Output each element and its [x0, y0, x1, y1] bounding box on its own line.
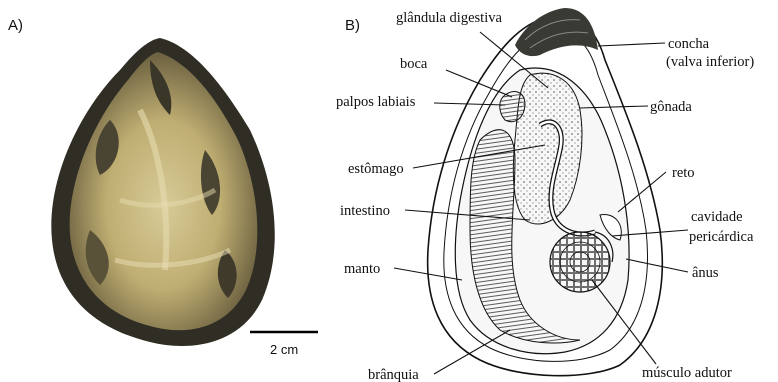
label-manto: manto	[344, 261, 380, 277]
label-branquia: brânquia	[368, 367, 419, 382]
label-palpos-labiais: palpos labiais	[336, 94, 416, 110]
label-cavidade: cavidade	[691, 209, 743, 225]
adductor-muscle	[550, 232, 610, 292]
oyster-photo	[51, 38, 274, 346]
label-valva-inferior: (valva inferior)	[666, 54, 754, 70]
panel-a: A) 2 cm	[8, 17, 318, 357]
label-reto: reto	[672, 165, 695, 181]
label-glandula-digestiva: glândula digestiva	[396, 10, 502, 26]
panel-a-label: A)	[8, 17, 23, 34]
label-anus: ânus	[692, 265, 719, 281]
panel-b: B)	[336, 8, 754, 382]
scale-bar-label: 2 cm	[270, 342, 298, 357]
label-intestino: intestino	[340, 203, 390, 219]
label-gonada: gônada	[650, 99, 692, 115]
label-concha: concha	[668, 36, 710, 52]
palps	[500, 92, 525, 122]
label-boca: boca	[400, 56, 428, 72]
panel-b-label: B)	[345, 17, 360, 34]
label-musculo-adutor: músculo adutor	[642, 365, 732, 381]
label-pericardica: pericárdica	[689, 229, 754, 245]
label-estomago: estômago	[348, 161, 404, 177]
